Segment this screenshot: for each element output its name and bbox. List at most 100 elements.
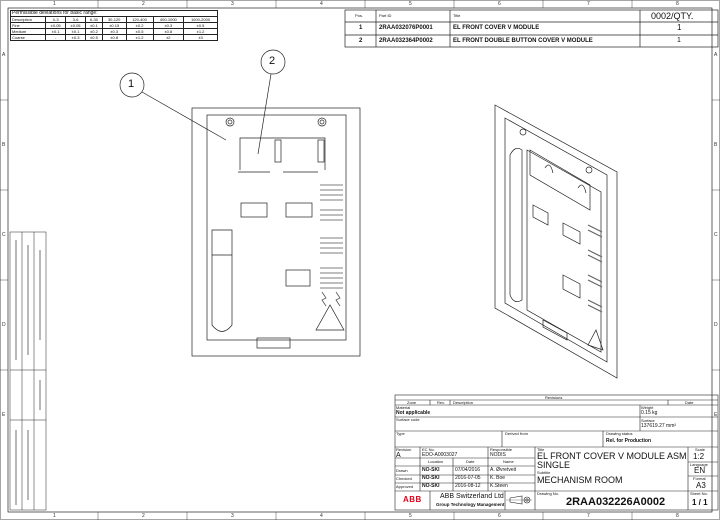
- weight-label: Weight: [641, 405, 654, 410]
- cell: ±0.5: [84, 34, 103, 41]
- surface-code-label: Surface code: [396, 417, 420, 422]
- responsible-label: Responsible: [490, 447, 513, 452]
- zone-column-5-bottom: 5: [409, 513, 412, 519]
- zone-column-6: 6: [498, 1, 501, 7]
- revision-label: Revision: [396, 447, 412, 452]
- balloon-2-label: 2: [269, 55, 276, 67]
- front-view: [119, 49, 361, 357]
- balloon-1-label: 1: [128, 78, 135, 90]
- part-title: EL FRONT DOUBLE BUTTON COVER V MODULE: [453, 38, 593, 44]
- zone-label: Zone: [407, 400, 417, 405]
- approved-name: K.Steen: [490, 483, 508, 489]
- checked-date: 2016-07-05: [455, 475, 481, 481]
- zone-row-c-right: C: [714, 232, 718, 238]
- sheet-value: 1 / 1: [692, 498, 708, 507]
- zone-column-7: 7: [587, 1, 590, 7]
- type-label: Type: [396, 431, 405, 436]
- drawn-date: 07/04/2016: [455, 467, 481, 473]
- cell: ±1.2: [125, 34, 154, 41]
- zone-column-8: 8: [676, 1, 679, 7]
- ec-no-label: EC No.: [422, 447, 435, 452]
- margin-stamp: [9, 231, 47, 511]
- part-pos: 1: [359, 25, 363, 31]
- approved-label: Approved: [396, 484, 414, 489]
- part-qty: 1: [677, 23, 682, 32]
- zone-column-1: 1: [53, 1, 56, 7]
- location-label: Location: [428, 459, 444, 464]
- cell: ±0.3: [65, 34, 86, 41]
- zone-row-b: B: [2, 142, 6, 148]
- derived-from-label: Derived from: [505, 431, 528, 436]
- parts-header-part-id: Part ID: [379, 13, 392, 18]
- drawing-frame: [7, 7, 713, 513]
- material-label: Material: [396, 405, 411, 410]
- sheet-label: Sheet No.: [690, 491, 708, 496]
- cell: ±2: [152, 34, 185, 41]
- drawing-title-line2: SINGLE: [537, 460, 571, 470]
- part-id: 2RAA032364P0002: [379, 38, 433, 44]
- parts-list-grid: [344, 9, 719, 48]
- subtitle-value: MECHANISM ROOM: [537, 475, 623, 485]
- title-label: Title: [537, 447, 545, 452]
- language-label: Language: [690, 462, 708, 467]
- part-title: EL FRONT COVER V MODULE: [453, 25, 540, 31]
- drawing-number: 2RAA032226A0002: [566, 496, 666, 508]
- zone-row-d: D: [2, 322, 6, 328]
- cell: -: [45, 34, 67, 41]
- drawing-status-value: Rel. for Production: [606, 438, 651, 444]
- scale-value: 1:2: [693, 452, 705, 461]
- approved-location: NO-SKI: [422, 483, 440, 489]
- zone-column-1-bottom: 1: [53, 513, 56, 519]
- zone-column-2: 2: [142, 1, 145, 7]
- zone-column-3-bottom: 3: [231, 513, 234, 519]
- abb-logo: ABB: [403, 495, 422, 504]
- format-value: A3: [696, 481, 706, 490]
- isometric-view: [494, 104, 618, 379]
- drawing-no-label: Drawing No.: [537, 491, 560, 496]
- drawn-label: Drawn: [396, 468, 408, 473]
- zone-row-b-right: B: [714, 142, 718, 148]
- surface-label: Surface: [641, 418, 655, 423]
- cell: ±0.8: [101, 34, 127, 41]
- checked-label: Checked: [396, 476, 412, 481]
- scale-label: Scale: [695, 447, 706, 452]
- checked-location: NO-SKI: [422, 475, 440, 481]
- deviations-table: Permissible deviations for basic range: …: [9, 10, 218, 41]
- zone-column-7-bottom: 7: [587, 513, 590, 519]
- balloon-1: [119, 72, 145, 98]
- revisions-label: Revisions: [545, 395, 563, 400]
- zone-column-6-bottom: 6: [498, 513, 501, 519]
- part-pos: 2: [359, 38, 363, 44]
- drawn-location: NO-SKI: [422, 467, 440, 473]
- rev-label: Rev.: [437, 400, 445, 405]
- first-angle-projection-icon: [506, 495, 532, 505]
- zone-row-c: C: [2, 232, 6, 238]
- revision-value: A: [396, 452, 401, 459]
- zone-row-a-right: A: [714, 52, 718, 58]
- name-label: Name: [503, 459, 514, 464]
- drawn-name: A. Øvretveit: [490, 467, 517, 473]
- drawing-title-line1: EL FRONT COVER V MODULE ASM: [537, 451, 687, 461]
- zone-column-8-bottom: 8: [676, 513, 679, 519]
- parts-header-title: Title: [453, 13, 461, 18]
- description-label: Description: [453, 400, 474, 405]
- date-column-label: Date: [466, 459, 475, 464]
- zone-row-a: A: [2, 52, 6, 58]
- cell: ±3: [183, 34, 218, 41]
- weight-value: 0.15 kg: [641, 410, 658, 416]
- zone-column-3: 3: [231, 1, 234, 7]
- balloon-2: [260, 49, 286, 75]
- cell: Coarse: [9, 34, 47, 41]
- subtitle-label: Subtitle: [537, 470, 551, 475]
- zone-column-4: 4: [320, 1, 323, 7]
- approved-date: 2016-08-12: [455, 483, 481, 489]
- ec-no-value: EDO-A0003027: [422, 452, 458, 458]
- zone-column-5: 5: [409, 1, 412, 7]
- zone-row-e-right: E: [714, 412, 718, 418]
- zone-row-e: E: [2, 412, 6, 418]
- responsible-value: NODIS: [490, 452, 506, 458]
- zone-column-2-bottom: 2: [142, 513, 145, 519]
- language-value: EN: [694, 466, 706, 475]
- part-id: 2RAA032076P0001: [379, 25, 433, 31]
